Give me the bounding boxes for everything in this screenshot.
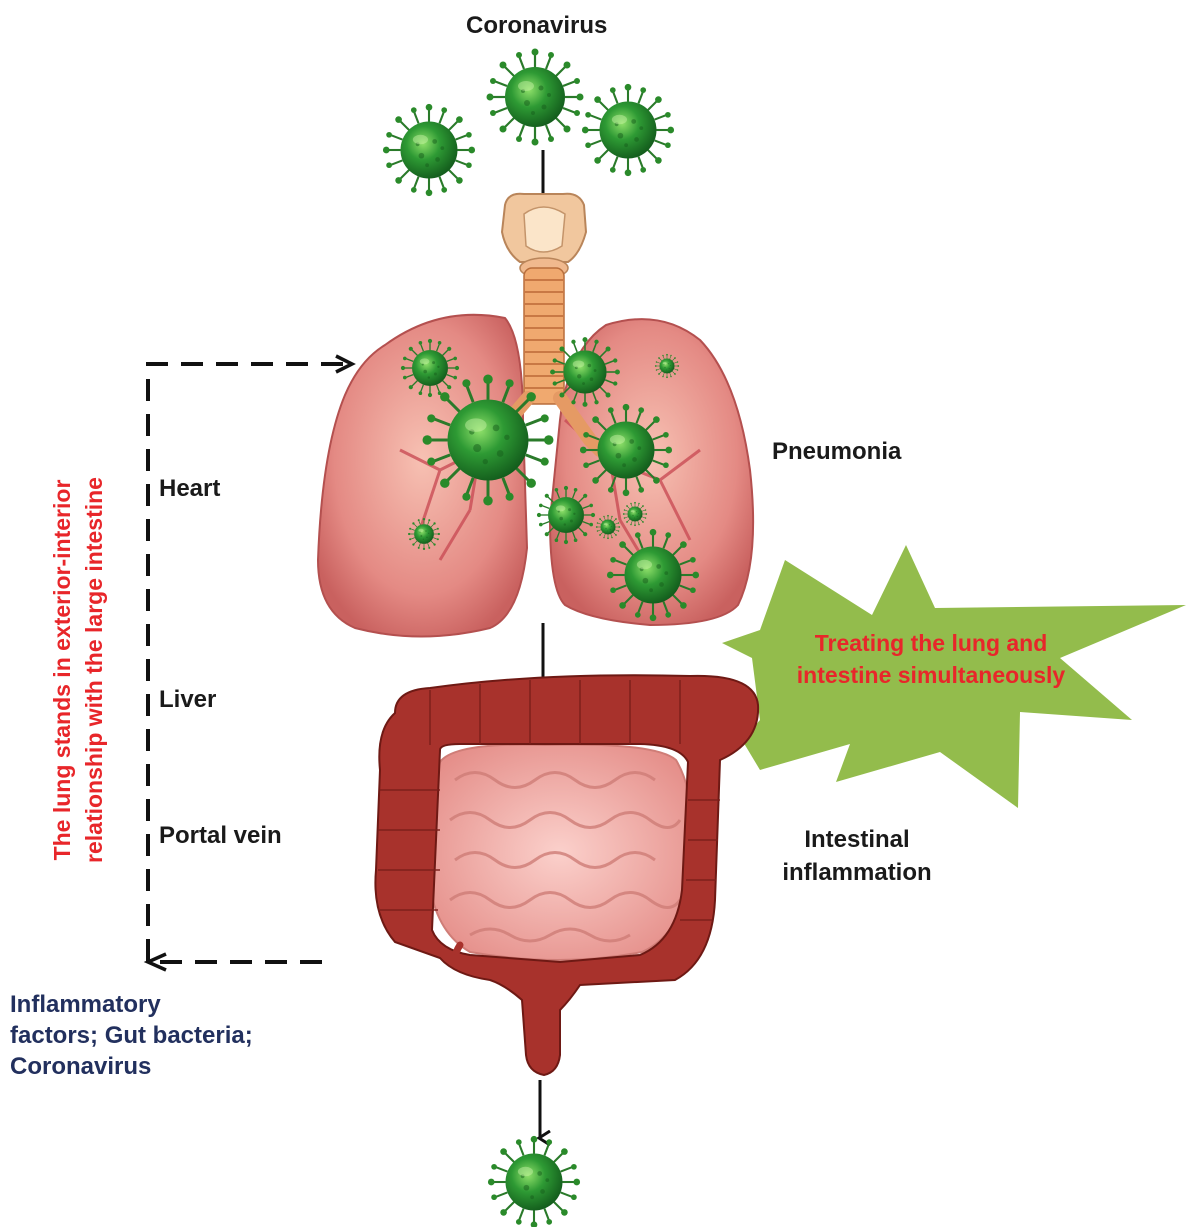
larynx-icon bbox=[502, 194, 586, 278]
relationship-line-1: The lung stands in exterior-interior bbox=[49, 480, 75, 861]
liver-label: Liver bbox=[159, 686, 216, 714]
intestinal-inflammation-label: Intestinal inflammation bbox=[782, 823, 932, 889]
factors-line-1: Inflammatory bbox=[10, 991, 161, 1018]
virus-icon-lung-small-1 bbox=[408, 518, 440, 550]
virus-icon-top-left bbox=[383, 104, 475, 196]
intestinal-line-1: Intestinal bbox=[804, 826, 909, 853]
relationship-line-2: relationship with the large intestine bbox=[81, 477, 107, 863]
portal-vein-label: Portal vein bbox=[159, 822, 282, 850]
virus-icon-lung-upper-right bbox=[550, 337, 620, 407]
lung-intestine-relationship-label: The lung stands in exterior-interior rel… bbox=[46, 410, 110, 930]
virus-icon-lung-center bbox=[537, 486, 595, 544]
factors-line-2: factors; Gut bacteria; bbox=[10, 1022, 253, 1049]
virus-icon-bottom bbox=[488, 1136, 580, 1227]
heart-label: Heart bbox=[159, 475, 220, 503]
virus-icon-lung-right bbox=[580, 404, 672, 496]
virus-icon-top-center bbox=[487, 49, 584, 146]
treatment-label: Treating the lung and intestine simultan… bbox=[766, 627, 1096, 691]
virus-icon-lung-small-3 bbox=[623, 502, 647, 526]
virus-icon-lung-upper-left bbox=[401, 339, 459, 397]
diagram-title: Coronavirus bbox=[466, 12, 607, 40]
virus-icon-lung-large bbox=[423, 375, 554, 506]
treatment-line-1: Treating the lung and bbox=[815, 630, 1048, 656]
virus-icon-lung-small-4 bbox=[655, 354, 679, 378]
virus-icon-lung-lower-right bbox=[607, 529, 699, 621]
pneumonia-label: Pneumonia bbox=[772, 438, 901, 466]
intestine-icon bbox=[375, 675, 758, 1075]
factors-label: Inflammatory factors; Gut bacteria; Coro… bbox=[10, 989, 310, 1082]
virus-icon-lung-small-2 bbox=[596, 515, 620, 539]
dashed-feedback-loop bbox=[148, 364, 352, 962]
intestinal-line-2: inflammation bbox=[782, 859, 931, 886]
virus-icon-top-right bbox=[582, 84, 674, 176]
factors-line-3: Coronavirus bbox=[10, 1053, 151, 1080]
treatment-line-2: intestine simultaneously bbox=[797, 662, 1065, 688]
